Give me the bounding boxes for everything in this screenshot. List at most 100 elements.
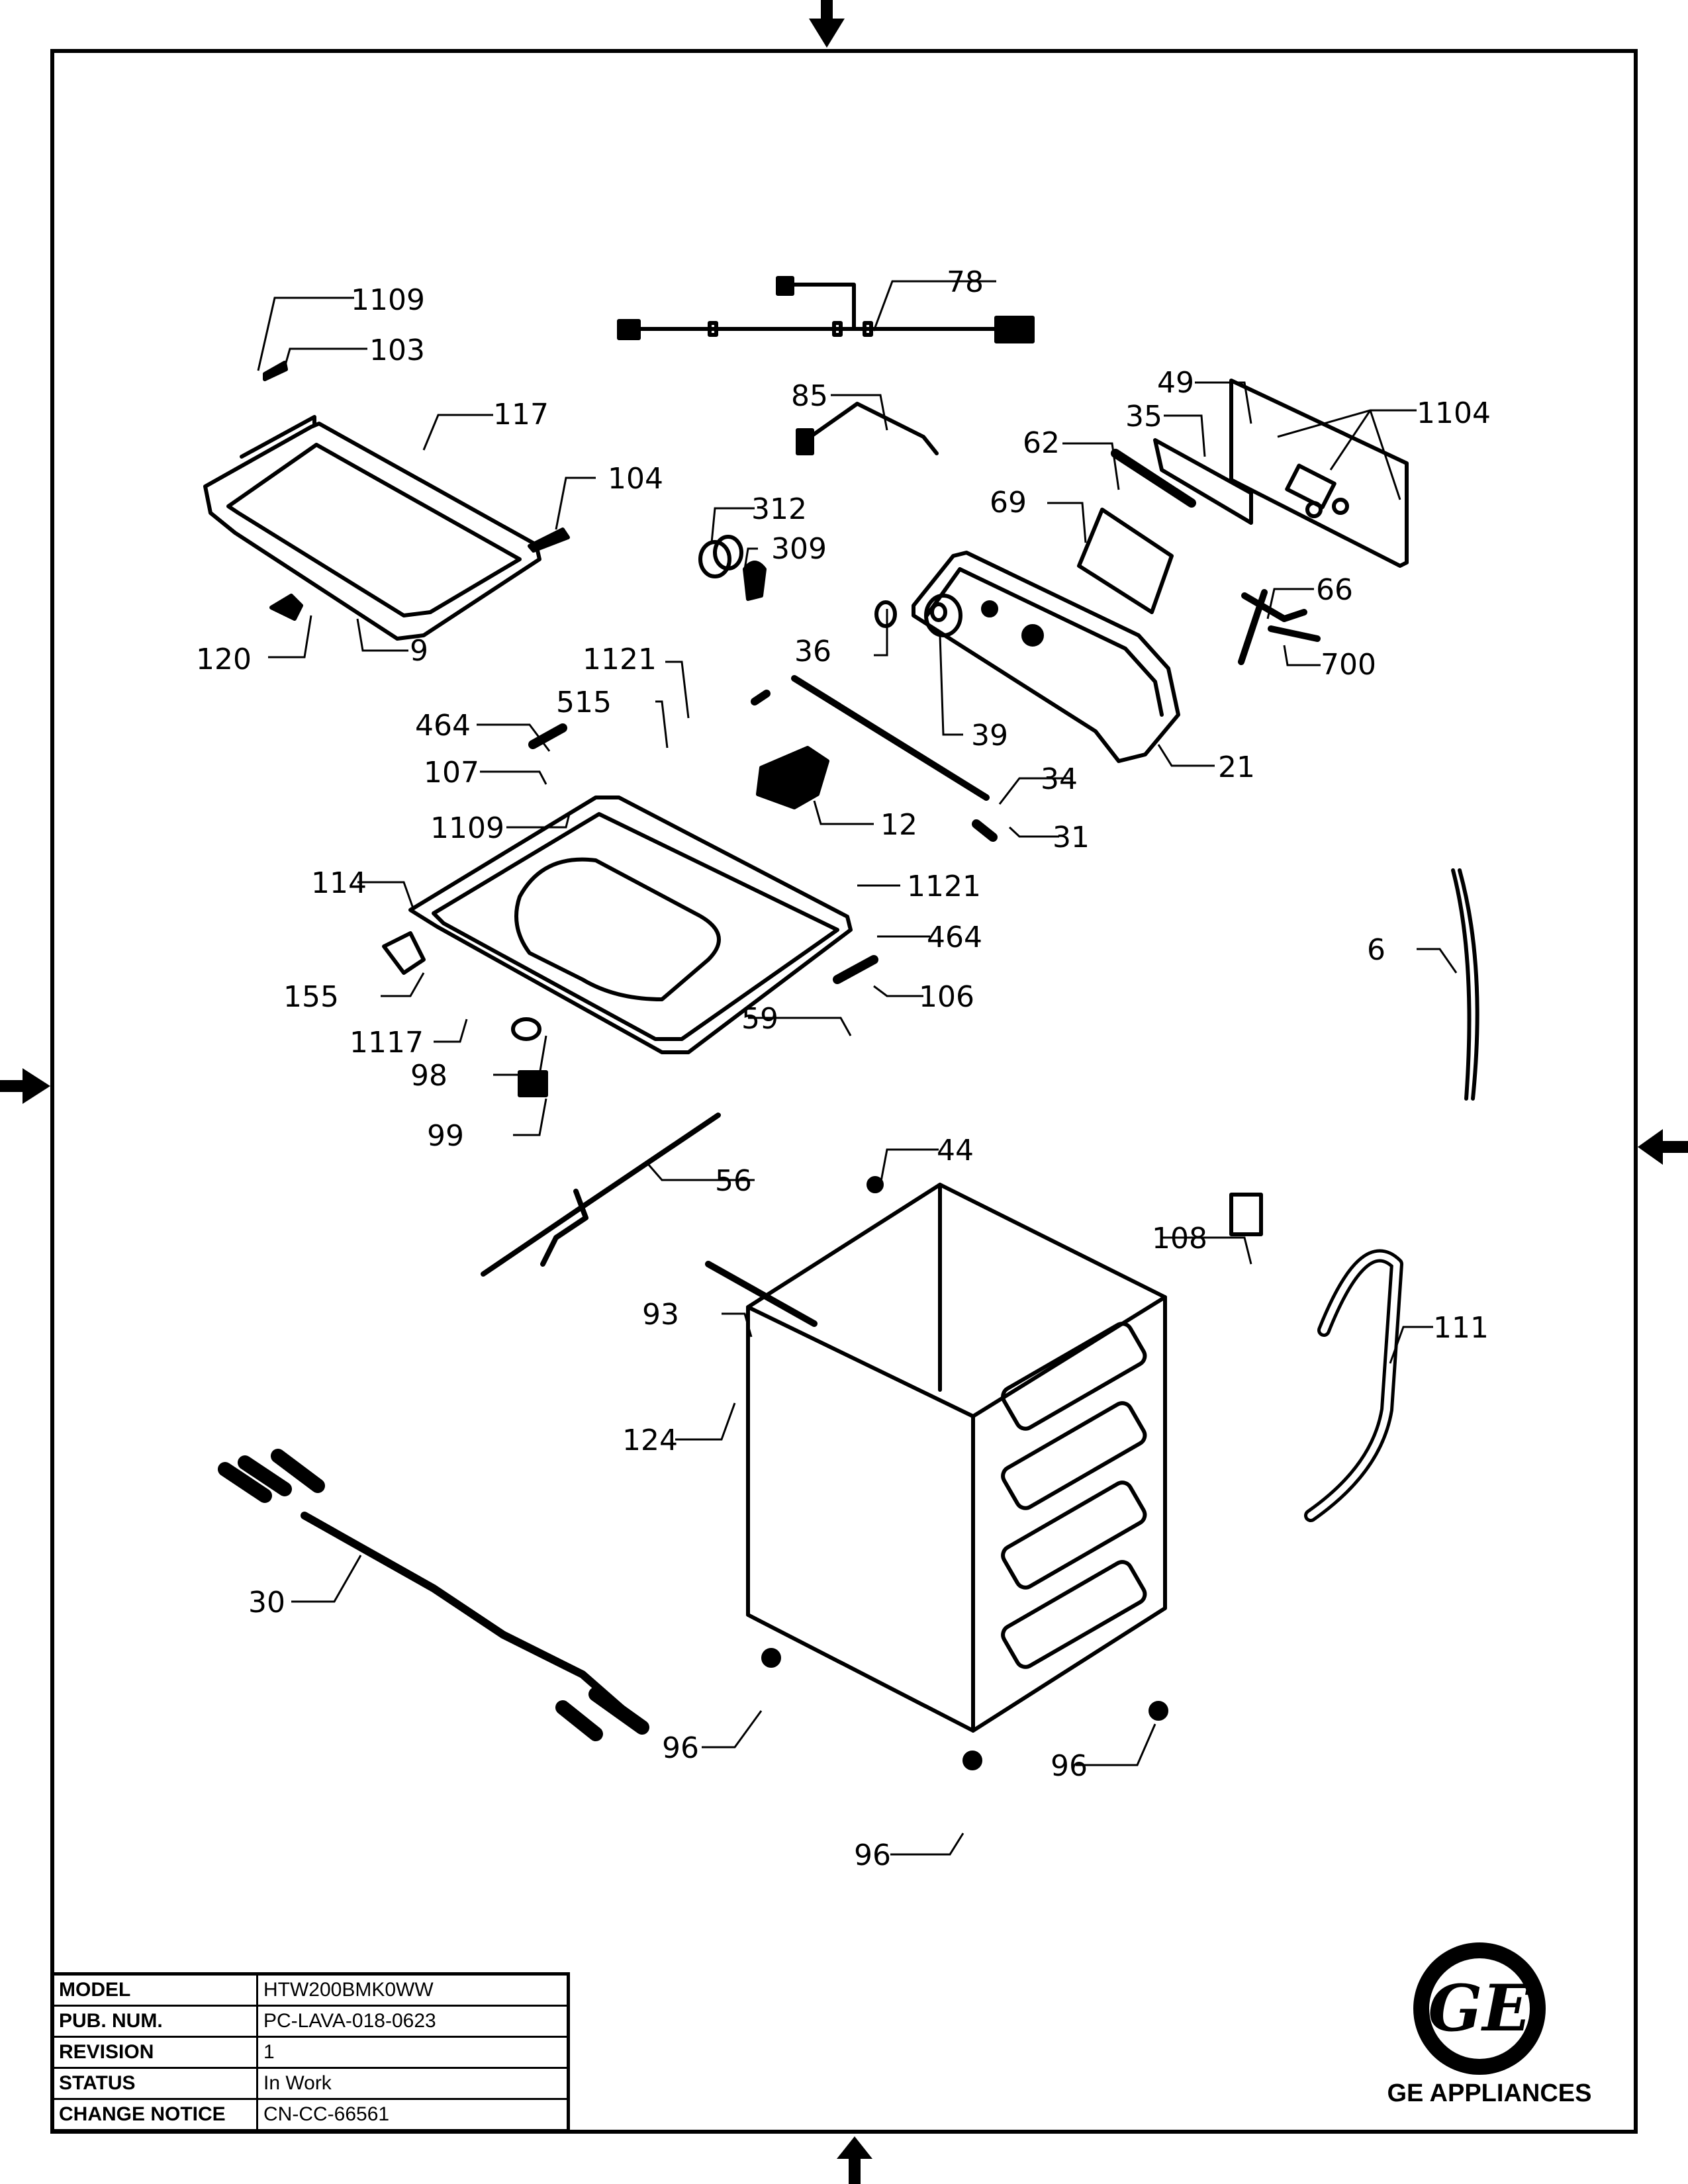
callout-1121-lower: 1121 (907, 870, 981, 903)
callout-106: 106 (919, 980, 974, 1014)
callout-309: 309 (771, 532, 827, 566)
part-36-knob (874, 600, 897, 628)
part-103-hinge (263, 361, 288, 381)
callout-34: 34 (1041, 762, 1078, 796)
callout-464-lower: 464 (927, 921, 982, 954)
part-309-component (743, 561, 767, 601)
title-label: PUB. NUM. (51, 2005, 258, 2038)
callout-36: 36 (794, 635, 831, 668)
title-label: REVISION (51, 2036, 258, 2069)
callout-108: 108 (1152, 1222, 1207, 1255)
callout-114: 114 (311, 866, 367, 900)
registration-arrow-left (0, 1068, 50, 1104)
callout-1117: 1117 (350, 1026, 424, 1060)
callout-700: 700 (1321, 648, 1376, 682)
part-78-power-cord (617, 276, 1035, 343)
part-117-lid (203, 415, 541, 641)
ge-logo-icon: GE (1413, 1942, 1546, 2075)
part-120-bumper (269, 594, 303, 621)
part-108-component (1229, 1193, 1263, 1236)
callout-104: 104 (608, 462, 663, 496)
callout-56: 56 (715, 1164, 752, 1198)
svg-text:GE: GE (1428, 1971, 1532, 2046)
callout-62: 62 (1023, 426, 1060, 460)
callout-124: 124 (622, 1424, 678, 1457)
part-12-valve (756, 746, 829, 809)
part-21-console (912, 551, 1180, 763)
title-label: MODEL (51, 1973, 258, 2007)
part-155-component (382, 931, 426, 975)
callout-66: 66 (1316, 573, 1353, 607)
change-notice-value: CN-CC-66561 (256, 2098, 569, 2132)
part-34-rod (791, 675, 990, 801)
callout-35: 35 (1125, 400, 1162, 433)
part-69-board (1077, 508, 1174, 614)
callout-21: 21 (1218, 751, 1255, 784)
callout-30: 30 (248, 1586, 285, 1619)
part-111-drain-hose (1304, 1249, 1403, 1522)
registration-arrow-bottom (837, 2136, 872, 2184)
title-row-pub-num: PUB. NUM.PC-LAVA-018-0623 (51, 2005, 569, 2038)
part-6-hose (1451, 868, 1479, 1101)
callout-96-left: 96 (662, 1731, 699, 1765)
part-96-foot-b (1149, 1701, 1168, 1721)
part-104-hinge (528, 527, 570, 553)
part-85-wire (796, 402, 939, 455)
callout-31: 31 (1053, 821, 1090, 854)
part-62-component (1111, 449, 1196, 508)
title-label: CHANGE NOTICE (51, 2098, 258, 2132)
callout-9: 9 (410, 634, 428, 668)
callout-312: 312 (751, 492, 807, 526)
callout-93: 93 (642, 1298, 679, 1332)
part-39-knob (924, 594, 962, 637)
callout-464: 464 (415, 709, 471, 743)
callout-99: 99 (427, 1119, 464, 1153)
part-96-foot-a (761, 1648, 781, 1668)
model-value: HTW200BMK0WW (256, 1973, 569, 2007)
callout-117: 117 (493, 398, 549, 432)
callout-12: 12 (880, 808, 917, 842)
brand-name: GE APPLIANCES (1387, 2079, 1592, 2107)
part-98-component (511, 1017, 541, 1041)
callout-85: 85 (791, 379, 828, 413)
callout-39: 39 (971, 719, 1008, 752)
callout-1121: 1121 (583, 643, 657, 676)
callout-44: 44 (937, 1134, 974, 1167)
callout-107: 107 (424, 756, 479, 790)
part-31-hose (751, 690, 998, 842)
callout-98: 98 (410, 1059, 447, 1093)
callout-59: 59 (741, 1002, 778, 1036)
part-114-top-cover (408, 796, 853, 1054)
part-312-component (698, 535, 743, 578)
part-93-cabinet (746, 1183, 1167, 1733)
part-30-harness (218, 1449, 649, 1741)
callout-96-right: 96 (1051, 1749, 1088, 1783)
title-label: STATUS (51, 2067, 258, 2100)
revision-value: 1 (256, 2036, 569, 2069)
callout-96-bottom: 96 (854, 1839, 891, 1872)
part-99-component (518, 1070, 548, 1097)
registration-arrow-top (809, 0, 845, 48)
pub-num-value: PC-LAVA-018-0623 (256, 2005, 569, 2038)
part-96-foot-c (962, 1751, 982, 1770)
drawing-border (50, 49, 1638, 2134)
callout-69: 69 (990, 486, 1027, 520)
callout-78: 78 (947, 265, 984, 299)
part-49-panel (1229, 379, 1409, 568)
callout-49: 49 (1157, 366, 1194, 400)
leader-lines (257, 280, 1458, 1856)
callout-155: 155 (283, 980, 339, 1014)
part-124-rail (705, 1261, 818, 1327)
callout-1109: 1109 (351, 283, 425, 317)
callout-111: 111 (1433, 1311, 1489, 1345)
part-35-window (1153, 438, 1253, 525)
callout-103: 103 (369, 334, 425, 367)
callout-120: 120 (196, 643, 252, 676)
status-value: In Work (256, 2067, 569, 2100)
